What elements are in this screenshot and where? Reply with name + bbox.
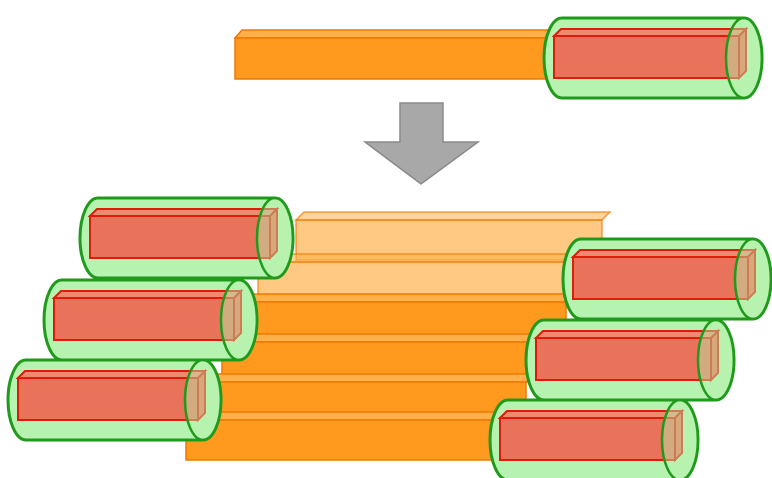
top-sheathed-rod [542,16,764,100]
sheathed-rod-icon [78,196,295,280]
left-sheathed-rods [6,196,295,442]
top-assembly [233,16,764,100]
stair-bar [184,411,516,461]
down-arrow-icon [362,102,481,185]
stair-bar [294,211,612,261]
right-sheathed-rods [488,237,772,478]
sheathed-rod-icon [561,237,772,321]
sheathed-rod-icon [488,398,700,478]
sheathed-rod-icon [42,278,259,362]
sheathed-rod-icon [524,318,736,402]
top-long-bar [233,29,562,80]
sheathed-rod-icon [6,358,223,442]
